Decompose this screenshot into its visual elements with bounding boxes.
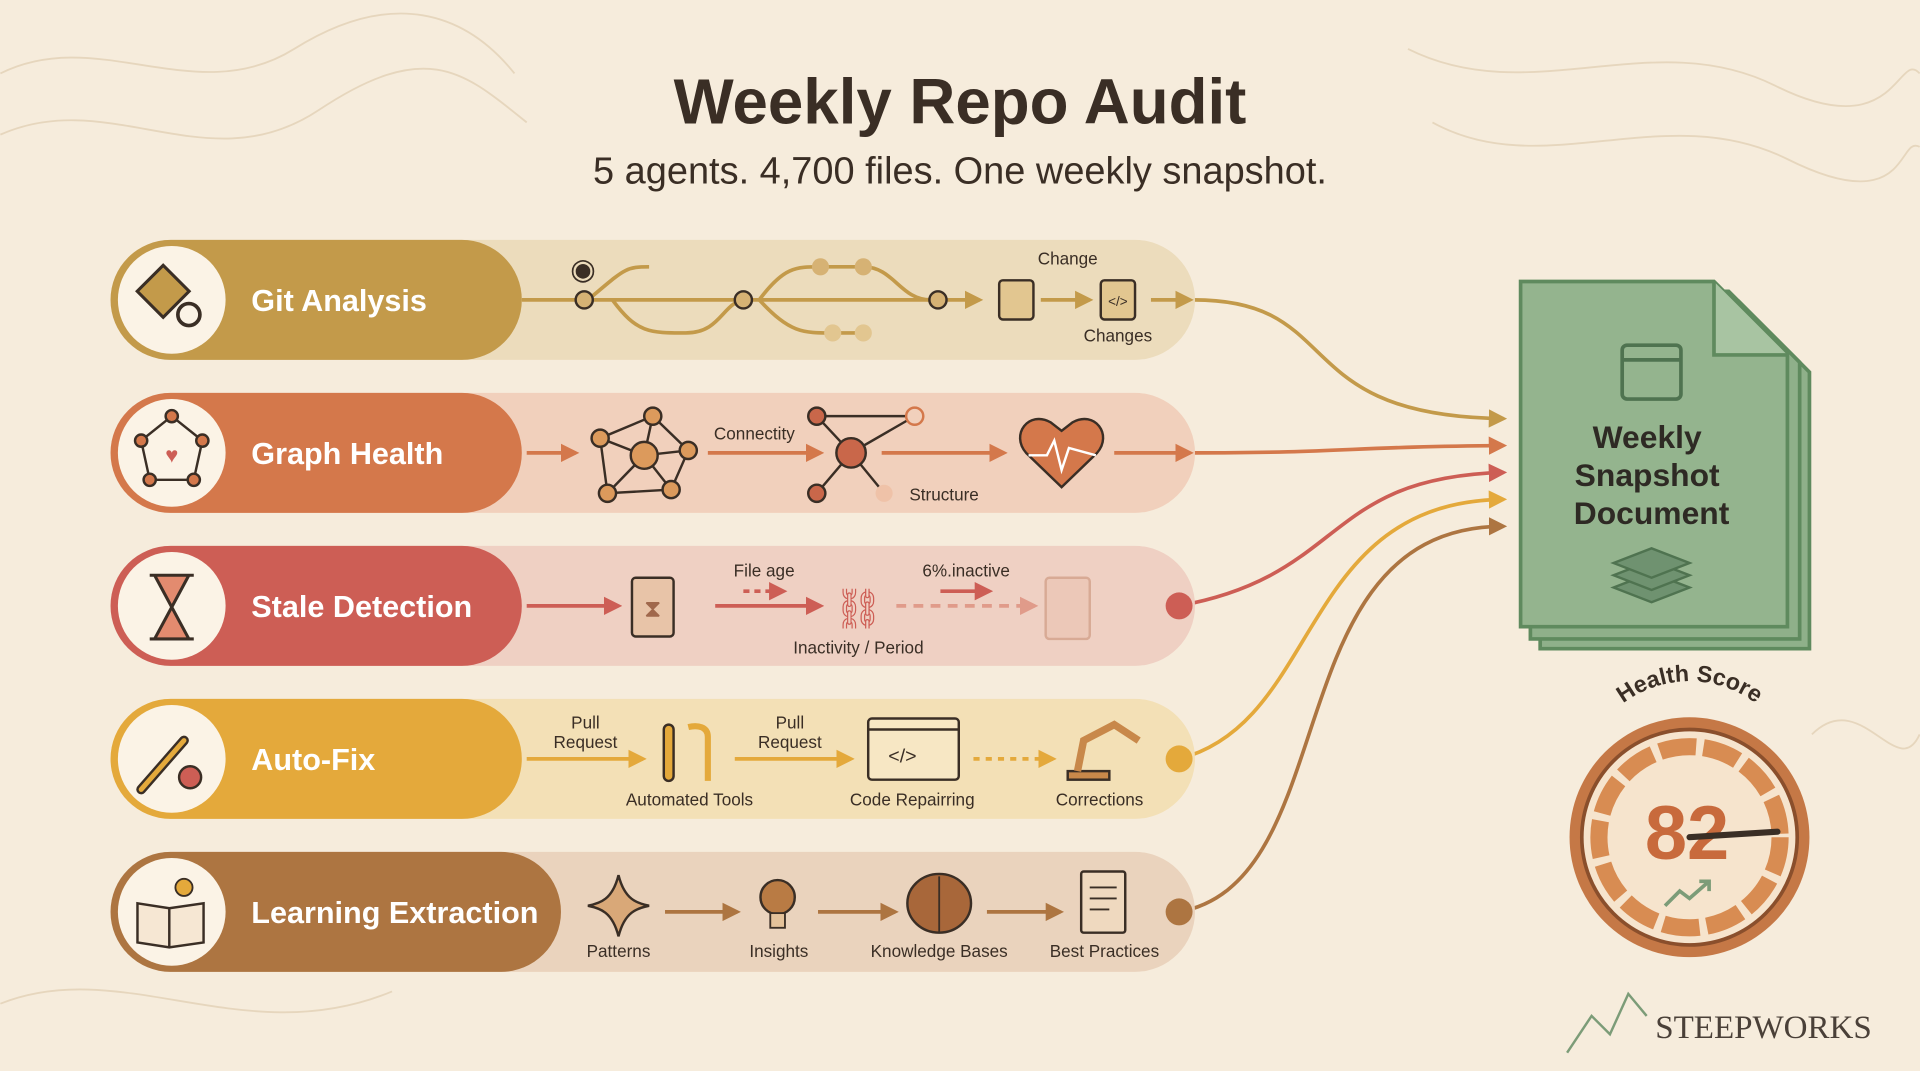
row-git-analysis: Git Analysis ◉ </> Change Changes <box>110 239 1196 360</box>
label-knowledge-bases: Knowledge Bases <box>871 941 1008 961</box>
svg-text:⧗: ⧗ <box>644 596 661 623</box>
label-changes: Changes <box>1084 325 1153 345</box>
weekly-snapshot-document: Weekly Snapshot Document <box>1518 279 1812 651</box>
label-inactivity-period: Inactivity / Period <box>793 638 923 658</box>
page-subtitle: 5 agents. 4,700 files. One weekly snapsh… <box>593 151 1327 193</box>
svg-text:</>: </> <box>888 746 916 768</box>
automated-tools-icon <box>662 723 711 783</box>
document-title-line: Snapshot <box>1575 457 1720 493</box>
label-patterns: Patterns <box>587 941 651 961</box>
row-title: Auto-Fix <box>251 743 375 777</box>
cobweb-file-icon <box>1044 576 1091 641</box>
label-insights: Insights <box>749 941 808 961</box>
row-title: Learning Extraction <box>251 896 538 930</box>
svg-text:Weekly Snapshot Do: Weekly Snapshot Document <box>1574 419 1730 531</box>
label-best-practices: Best Practices <box>1050 941 1159 961</box>
page-title: Weekly Repo Audit <box>674 67 1247 138</box>
brand-name: STEEPWORKS <box>1655 1010 1872 1046</box>
gauge-needle <box>1686 828 1781 841</box>
label-inactive: 6%.inactive <box>922 561 1010 581</box>
document-pen-icon <box>1079 870 1127 934</box>
patterns-icon <box>587 874 650 937</box>
document-title-line: Document <box>1574 495 1730 531</box>
code-window-icon: </> <box>866 717 960 781</box>
heart-pulse-icon <box>1019 417 1105 489</box>
stale-file-icon <box>630 576 675 638</box>
row-graph-health: ♥ Graph Health Connectity Structure <box>110 392 1196 513</box>
brand-logo: STEEPWORKS <box>1566 991 1872 1054</box>
health-score-gauge: Health Score 82 <box>1569 660 1810 958</box>
robot-arm-icon <box>1066 720 1141 781</box>
code-file-icon <box>1099 279 1137 321</box>
network-graph-icon <box>590 406 699 504</box>
row-learning-extraction: Learning Extraction Patterns Insights Kn… <box>110 851 1196 972</box>
row-title: Git Analysis <box>251 284 427 318</box>
lightbulb-icon <box>759 878 796 929</box>
label-change: Change <box>1038 248 1098 268</box>
document-title-line: Weekly <box>1593 419 1702 455</box>
row-title: Stale Detection <box>251 590 472 624</box>
topographic-background <box>0 12 1920 1014</box>
brain-icon <box>906 872 973 934</box>
label-connectivity: Connectity <box>714 423 795 443</box>
svg-text:♥: ♥ <box>165 443 178 468</box>
health-score-label: Health Score <box>1611 660 1767 708</box>
flow-curves <box>1178 298 1508 914</box>
label-structure: Structure <box>909 485 978 505</box>
node-tree-icon <box>807 406 925 504</box>
broken-link-icon: ⛓ <box>834 588 884 631</box>
commit-nodes <box>574 258 948 342</box>
label-corrections: Corrections <box>1056 789 1144 809</box>
row-title: Graph Health <box>251 437 443 471</box>
github-icon: ◉ <box>570 253 596 286</box>
label-code-repairing: Code Repairring <box>850 789 975 809</box>
layers-icon <box>1610 547 1693 604</box>
branch-file-icon <box>997 279 1035 321</box>
label-automated-tools: Automated Tools <box>626 789 753 809</box>
trend-up-icon <box>1663 879 1711 908</box>
calendar-icon <box>1620 343 1683 401</box>
svg-text:</>: </> <box>1108 294 1128 309</box>
label-file-age: File age <box>734 561 795 581</box>
row-stale-detection: Stale Detection ⧗ ⛓ File age 6%.inactive… <box>110 545 1196 666</box>
